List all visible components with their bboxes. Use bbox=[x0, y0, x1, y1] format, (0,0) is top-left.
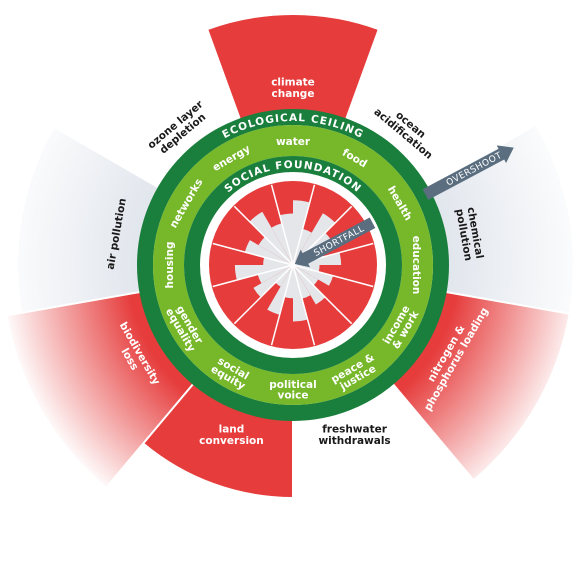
wedge-separator bbox=[195, 0, 241, 119]
ceiling-label-line: conversion bbox=[199, 435, 264, 447]
shortfall-fill bbox=[258, 236, 293, 265]
shortfall-arrow-shape bbox=[294, 217, 376, 268]
foundation-label-line: housing bbox=[164, 241, 176, 288]
boundary-rings bbox=[137, 109, 449, 421]
foundation-label-line: education bbox=[410, 236, 422, 295]
ceiling-label-line: climate bbox=[271, 76, 315, 88]
foundation-label: water bbox=[276, 136, 311, 148]
overshoot-wedge bbox=[207, 14, 379, 121]
wedge-separator bbox=[427, 114, 554, 188]
shortfall-fill bbox=[267, 265, 293, 315]
wedge-separator bbox=[392, 383, 487, 496]
dimension-separator bbox=[233, 205, 294, 266]
overshoot-wedge bbox=[391, 291, 569, 480]
wedge-separator bbox=[345, 0, 391, 119]
shortfall-fill bbox=[244, 240, 293, 265]
foundation-label-line: voice bbox=[277, 389, 308, 401]
ceiling-label-line: land bbox=[219, 423, 245, 435]
wedge-separator bbox=[446, 291, 585, 318]
dimension-separator bbox=[292, 264, 316, 346]
dimension-separator bbox=[212, 264, 294, 288]
shortfall-fill bbox=[293, 213, 336, 265]
shortfall-fill bbox=[271, 223, 293, 265]
safe-space-ring bbox=[153, 125, 433, 405]
shortfall-fill bbox=[293, 265, 319, 286]
dimension-separator bbox=[233, 264, 294, 325]
foundation-label: housing bbox=[164, 241, 176, 288]
shortfall-fill bbox=[293, 265, 311, 299]
foundation-label-line: political bbox=[269, 379, 316, 391]
shortfall-fill bbox=[293, 228, 312, 265]
wedge-separator bbox=[99, 383, 194, 496]
dimension-separator bbox=[270, 264, 294, 346]
dimension-separator bbox=[292, 184, 316, 266]
shortfall-layer bbox=[209, 181, 377, 349]
overshoot-wedge bbox=[18, 127, 160, 313]
social-foundation-ring bbox=[184, 156, 402, 374]
shortfall-fill bbox=[249, 211, 293, 265]
foundation-label: education bbox=[410, 236, 422, 295]
dimension-separator bbox=[292, 264, 374, 288]
shortfall-fill bbox=[293, 265, 326, 305]
overshoot-arrow-shape bbox=[422, 145, 514, 200]
foundation-label-line: water bbox=[276, 136, 311, 148]
dimension-separator bbox=[212, 242, 294, 266]
dimension-separator bbox=[292, 264, 353, 325]
wedge-separator bbox=[0, 291, 140, 318]
ceiling-label-line: change bbox=[272, 88, 315, 100]
shortfall-fill bbox=[253, 265, 293, 298]
dimension-separator bbox=[270, 184, 294, 266]
ceiling-label-line: freshwater bbox=[322, 423, 388, 435]
shortfall-fill bbox=[293, 265, 334, 286]
overshoot-wedge bbox=[143, 382, 293, 497]
ecological-ceiling-ring bbox=[137, 109, 449, 421]
wedge-separator bbox=[32, 114, 159, 188]
ceiling-label-line: withdrawals bbox=[318, 435, 390, 447]
shortfall-fill bbox=[257, 265, 293, 284]
